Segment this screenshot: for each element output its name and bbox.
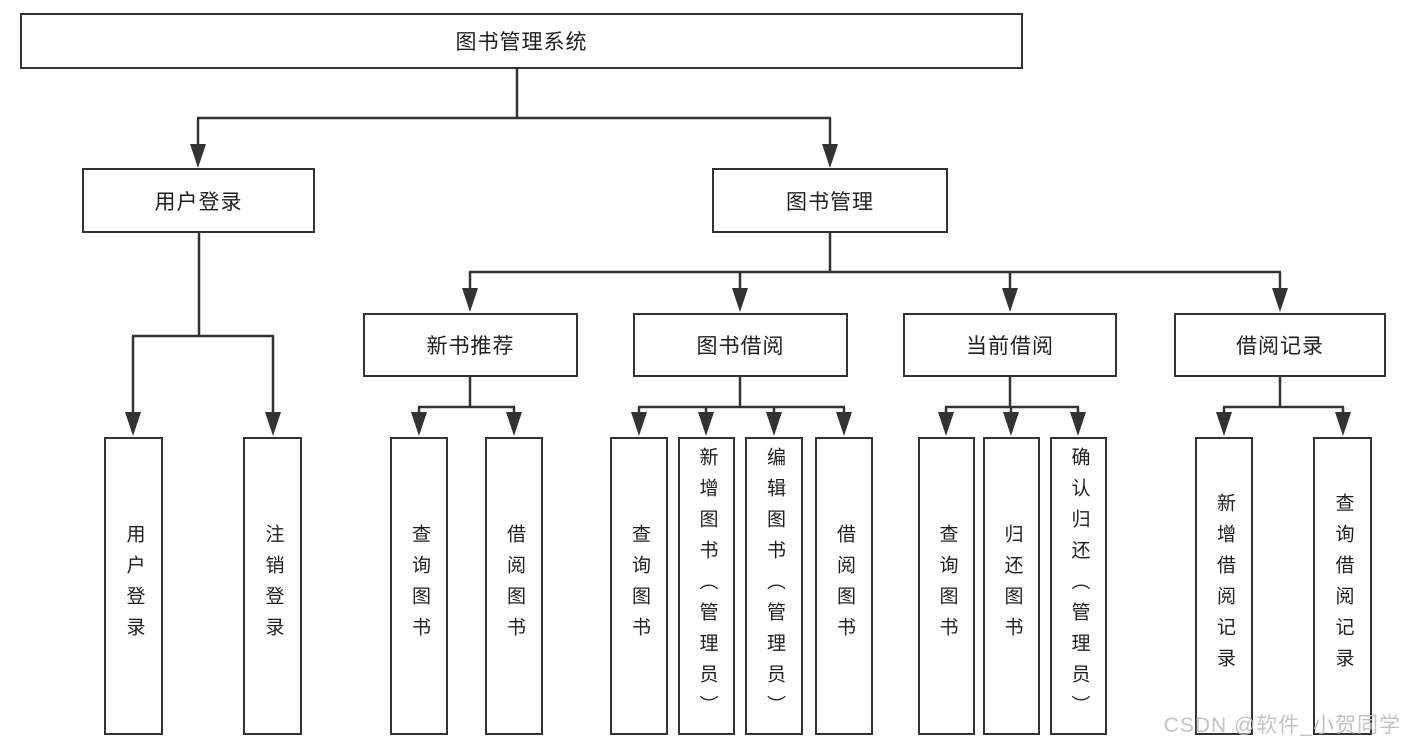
node-query-borrow-record: 查询借阅记录	[1313, 437, 1372, 735]
node-label: 新增图书（管理员）	[696, 446, 718, 726]
node-label: 注销登录	[262, 524, 284, 648]
node-book-borrowing: 图书借阅	[633, 313, 848, 377]
node-confirm-return-admin: 确认归还（管理员）	[1050, 437, 1107, 735]
node-label: 新书推荐	[426, 335, 515, 358]
node-label: 图书管理系统	[455, 31, 588, 54]
node-query-books-current: 查询图书	[918, 437, 975, 735]
node-borrow-books-leaf: 借阅图书	[815, 437, 873, 735]
node-label: 查询借阅记录	[1332, 493, 1354, 679]
node-label: 借阅图书	[503, 524, 525, 648]
node-query-books-borrowing: 查询图书	[610, 437, 668, 735]
node-logout: 注销登录	[243, 437, 302, 735]
node-user-login-leaf: 用户登录	[104, 437, 163, 735]
node-label: 查询图书	[628, 524, 650, 648]
node-add-books-admin: 新增图书（管理员）	[678, 437, 735, 735]
node-label: 用户登录	[154, 190, 243, 214]
node-label: 借阅记录	[1236, 335, 1324, 358]
node-label: 新增借阅记录	[1213, 493, 1235, 679]
node-label: 归还图书	[1001, 524, 1023, 648]
node-new-book-recommend: 新书推荐	[363, 313, 578, 377]
node-user-login: 用户登录	[82, 168, 315, 233]
node-label: 图书管理	[786, 190, 874, 214]
node-library-system: 图书管理系统	[20, 13, 1023, 69]
node-label: 图书借阅	[696, 335, 785, 358]
node-label: 编辑图书（管理员）	[763, 446, 785, 726]
node-label: 当前借阅	[966, 335, 1054, 358]
node-edit-books-admin: 编辑图书（管理员）	[745, 437, 803, 735]
node-borrow-books-recommend: 借阅图书	[485, 437, 543, 735]
csdn-watermark: CSDN @软件_小贺同学	[1163, 714, 1401, 737]
node-borrowing-records: 借阅记录	[1174, 313, 1386, 377]
node-label: 查询图书	[408, 524, 430, 648]
node-current-borrowing: 当前借阅	[903, 313, 1117, 377]
node-return-books: 归还图书	[983, 437, 1040, 735]
node-label: 借阅图书	[833, 524, 855, 648]
node-label: 查询图书	[936, 524, 958, 648]
node-book-management: 图书管理	[712, 168, 948, 233]
node-add-borrow-record: 新增借阅记录	[1195, 437, 1253, 735]
node-label: 用户登录	[123, 524, 145, 648]
node-label: 确认归还（管理员）	[1068, 446, 1090, 726]
node-query-books-recommend: 查询图书	[390, 437, 448, 735]
